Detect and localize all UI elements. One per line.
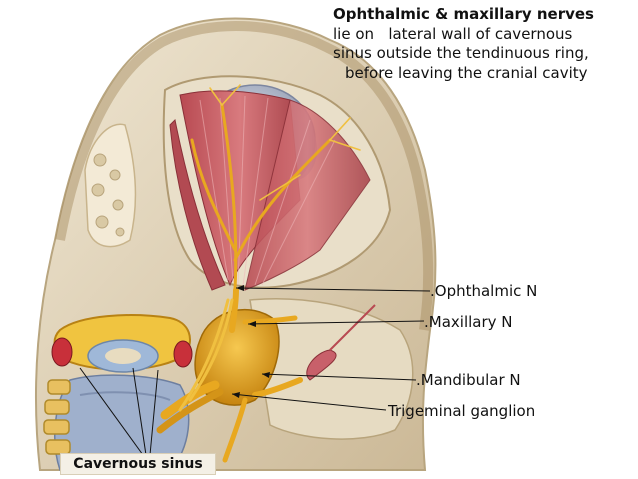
caption-line-1: lie on lateral wall of cavernous <box>333 24 573 43</box>
label-cavernous-sinus: Cavernous sinus <box>60 453 216 475</box>
label-ophthalmic-nerve: .Ophthalmic N <box>430 282 538 300</box>
leader-maxillary <box>247 320 425 325</box>
muscle-superior <box>179 90 301 287</box>
carotid-right <box>173 340 193 368</box>
label-maxillary-nerve: .Maxillary N <box>424 313 513 331</box>
leader-ophthalmic <box>235 287 431 292</box>
label-trigeminal-ganglion: Trigeminal ganglion <box>388 402 536 420</box>
leader-mandibular <box>261 373 417 381</box>
caption-line-2: sinus outside the tendinuous ring, <box>333 44 589 62</box>
leader-cavernous-2 <box>132 367 147 456</box>
label-mandibular-nerve: .Mandibular N <box>416 371 521 389</box>
leader-cavernous-1 <box>79 367 144 456</box>
caption-line-3: before leaving the cranial cavity <box>345 63 588 82</box>
carotid-left <box>51 337 73 367</box>
skull-cortex <box>55 21 434 331</box>
caption: Ophthalmic & maxillary nerves lie on lat… <box>333 5 633 83</box>
leader-trigeminal <box>231 393 387 411</box>
leader-cavernous-3 <box>149 369 159 456</box>
muscle-medial <box>169 118 226 291</box>
caption-title: Ophthalmic & maxillary nerves <box>333 5 594 23</box>
